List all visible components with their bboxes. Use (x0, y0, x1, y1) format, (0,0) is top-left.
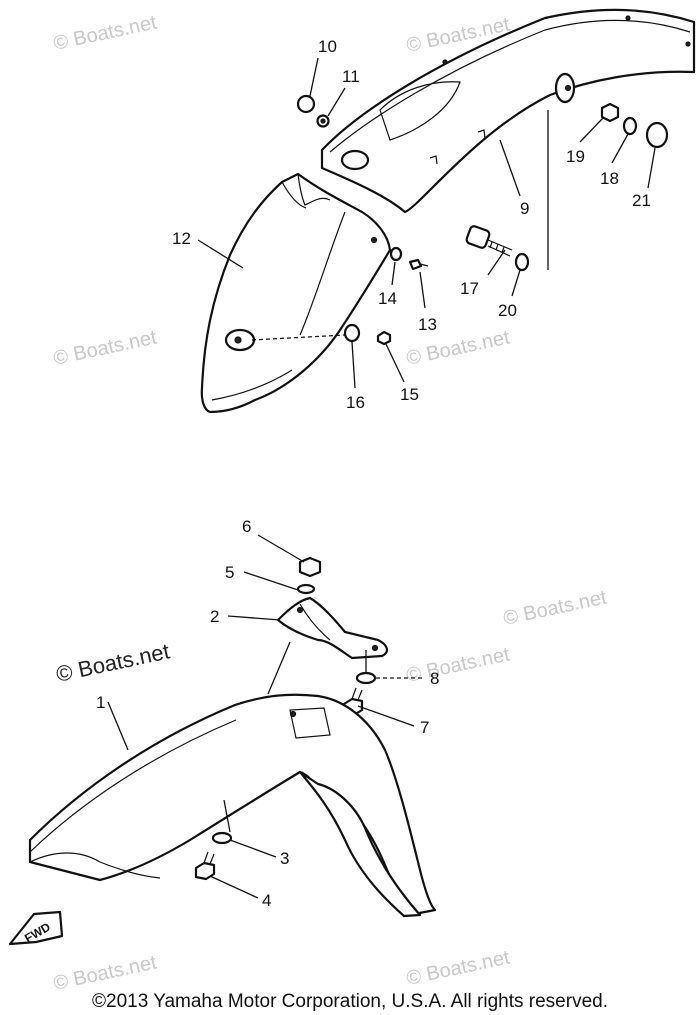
cap-nut-part-21 (645, 121, 669, 149)
copyright-notice: ©2013 Yamaha Motor Corporation, U.S.A. A… (92, 991, 608, 1012)
callout-11: 11 (342, 67, 360, 86)
washer-part-8 (355, 671, 377, 685)
callout-7: 7 (420, 718, 429, 737)
fwd-arrow-icon: FWD (8, 910, 64, 946)
screw-part-15 (376, 330, 392, 346)
callout-19: 19 (566, 147, 585, 166)
watermark: © Boats.net (51, 951, 159, 994)
bolt-part-4 (194, 851, 216, 881)
nut-part-19 (600, 102, 620, 123)
callout-4: 4 (262, 891, 271, 910)
bolt-part-17 (465, 225, 513, 257)
callout-17: 17 (460, 279, 479, 298)
bolt-part-10 (296, 94, 316, 114)
watermark: © Boats.net (51, 326, 159, 369)
callout-20: 20 (498, 301, 517, 320)
callout-13: 13 (418, 315, 437, 334)
front-fender-part-1 (28, 693, 437, 918)
callout-8: 8 (430, 669, 439, 688)
screw-part-13 (408, 258, 429, 271)
nut-part-6 (298, 556, 322, 578)
washer-part-14 (389, 246, 403, 262)
callout-12: 12 (172, 229, 191, 248)
callout-10: 10 (318, 37, 337, 56)
watermark: © Boats.net (501, 586, 609, 629)
callout-5: 5 (225, 563, 234, 582)
rear-flap-part-12 (200, 172, 392, 414)
callout-2: 2 (210, 607, 219, 626)
callout-14: 14 (378, 289, 397, 308)
washer-part-3 (211, 831, 233, 845)
callout-6: 6 (242, 517, 251, 536)
watermark: © Boats.net (51, 11, 159, 54)
rear-fender-part-9 (320, 8, 696, 214)
callout-21: 21 (632, 191, 651, 210)
callout-18: 18 (600, 169, 619, 188)
washer-part-20 (514, 252, 530, 272)
callout-9: 9 (520, 199, 529, 218)
callout-15: 15 (400, 385, 419, 404)
washer-hole (320, 118, 326, 124)
callout-3: 3 (280, 849, 289, 868)
watermark: © Boats.net (404, 946, 512, 989)
washer-part-18 (622, 116, 638, 136)
callout-16: 16 (346, 393, 365, 412)
washer-part-5 (296, 583, 316, 595)
watermark: © Boats.net (54, 638, 172, 686)
callout-1: 1 (96, 693, 105, 712)
washer-part-16 (343, 323, 361, 343)
watermark: © Boats.net (404, 643, 512, 686)
bracket-part-2 (276, 596, 388, 660)
